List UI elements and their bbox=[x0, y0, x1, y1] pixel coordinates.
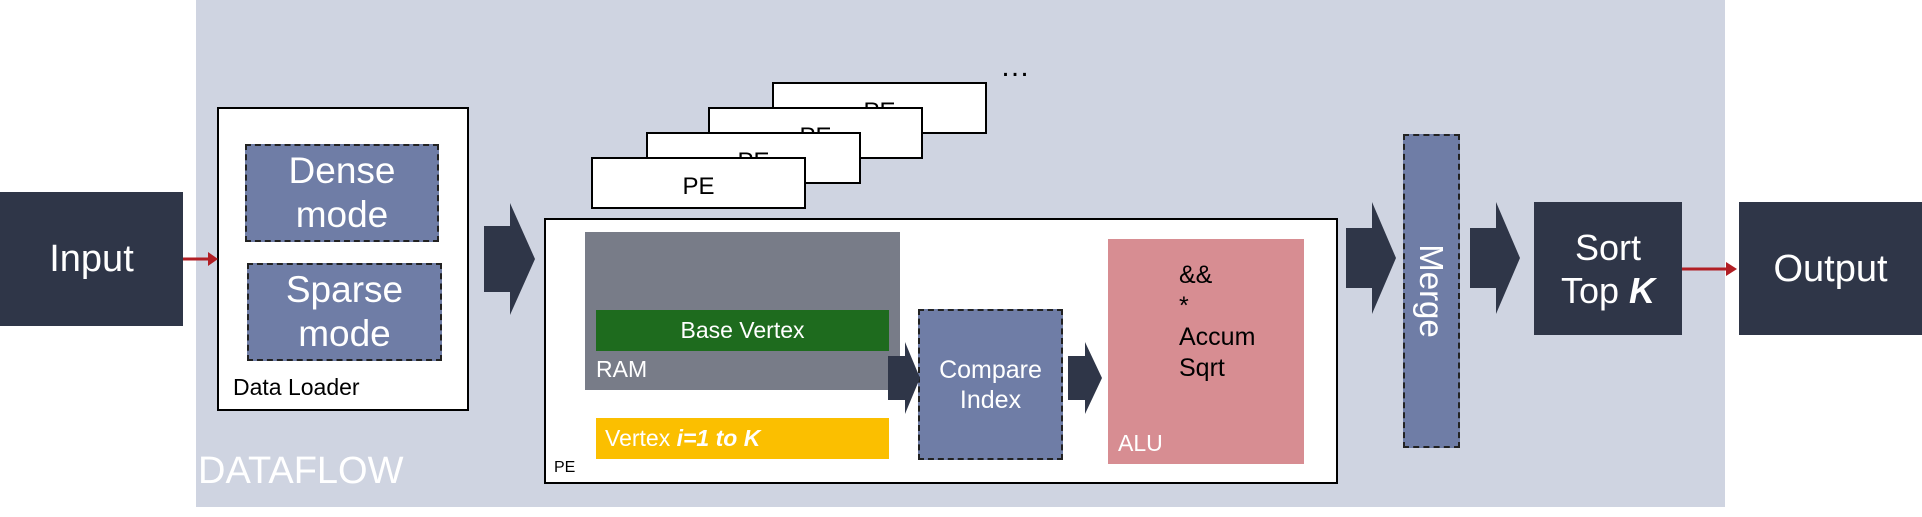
chevron-arrow-compare-to-alu bbox=[1068, 342, 1102, 414]
red-arrow-input-head bbox=[208, 252, 218, 266]
red-arrow-output-head bbox=[1726, 262, 1737, 276]
pe-stack-label-1: PE bbox=[682, 173, 715, 200]
alu-op-mul: * bbox=[1179, 292, 1189, 320]
alu-op-sqrt: Sqrt bbox=[1179, 354, 1225, 382]
chevron-arrow-merge-to-sort bbox=[1470, 202, 1520, 314]
vertex-prefix: Vertex bbox=[605, 425, 677, 451]
input-box: Input bbox=[0, 192, 183, 326]
alu-op-and: && bbox=[1179, 261, 1213, 289]
ram-label: RAM bbox=[596, 356, 648, 382]
chevron-arrow-loader-to-pe bbox=[484, 203, 535, 315]
dense-mode-line2: mode bbox=[295, 194, 389, 235]
base-vertex-bar: Base Vertex bbox=[596, 310, 889, 351]
base-vertex-label: Base Vertex bbox=[680, 317, 805, 343]
vertex-range: i=1 to K bbox=[676, 425, 761, 451]
alu-op-accum: Accum bbox=[1179, 323, 1256, 351]
input-label: Input bbox=[49, 238, 134, 280]
sort-top-k-box: Sort Top K bbox=[1534, 202, 1682, 335]
chevron-arrow-ram-to-compare bbox=[888, 342, 920, 414]
dataflow-label: DATAFLOW bbox=[198, 450, 404, 492]
merge-box bbox=[1403, 134, 1460, 448]
sort-line1: Sort bbox=[1574, 226, 1641, 268]
vertex-range-bar: Vertex i=1 to K bbox=[596, 418, 889, 459]
sparse-mode-line1: Sparse bbox=[285, 269, 404, 310]
sort-k: K bbox=[1629, 269, 1656, 311]
sparse-mode-line2: mode bbox=[298, 313, 391, 354]
compare-line1: Compare bbox=[939, 355, 1042, 384]
pe-stack-box-1: PE bbox=[591, 157, 806, 209]
alu-label: ALU bbox=[1118, 430, 1163, 456]
pe-ellipsis: … bbox=[1000, 50, 1030, 83]
pe-main-label: PE bbox=[554, 459, 576, 476]
output-box: Output bbox=[1739, 202, 1922, 335]
chevron-arrow-pe-to-merge bbox=[1346, 202, 1396, 314]
compare-line2: Index bbox=[959, 385, 1022, 414]
alu-ops: && * Accum Sqrt bbox=[1179, 260, 1255, 384]
data-loader-title: Data Loader bbox=[233, 374, 360, 400]
output-label: Output bbox=[1773, 247, 1888, 290]
alu-box bbox=[1108, 239, 1304, 464]
dense-mode-line1: Dense bbox=[288, 150, 396, 191]
sort-line2-prefix: Top bbox=[1560, 269, 1630, 311]
